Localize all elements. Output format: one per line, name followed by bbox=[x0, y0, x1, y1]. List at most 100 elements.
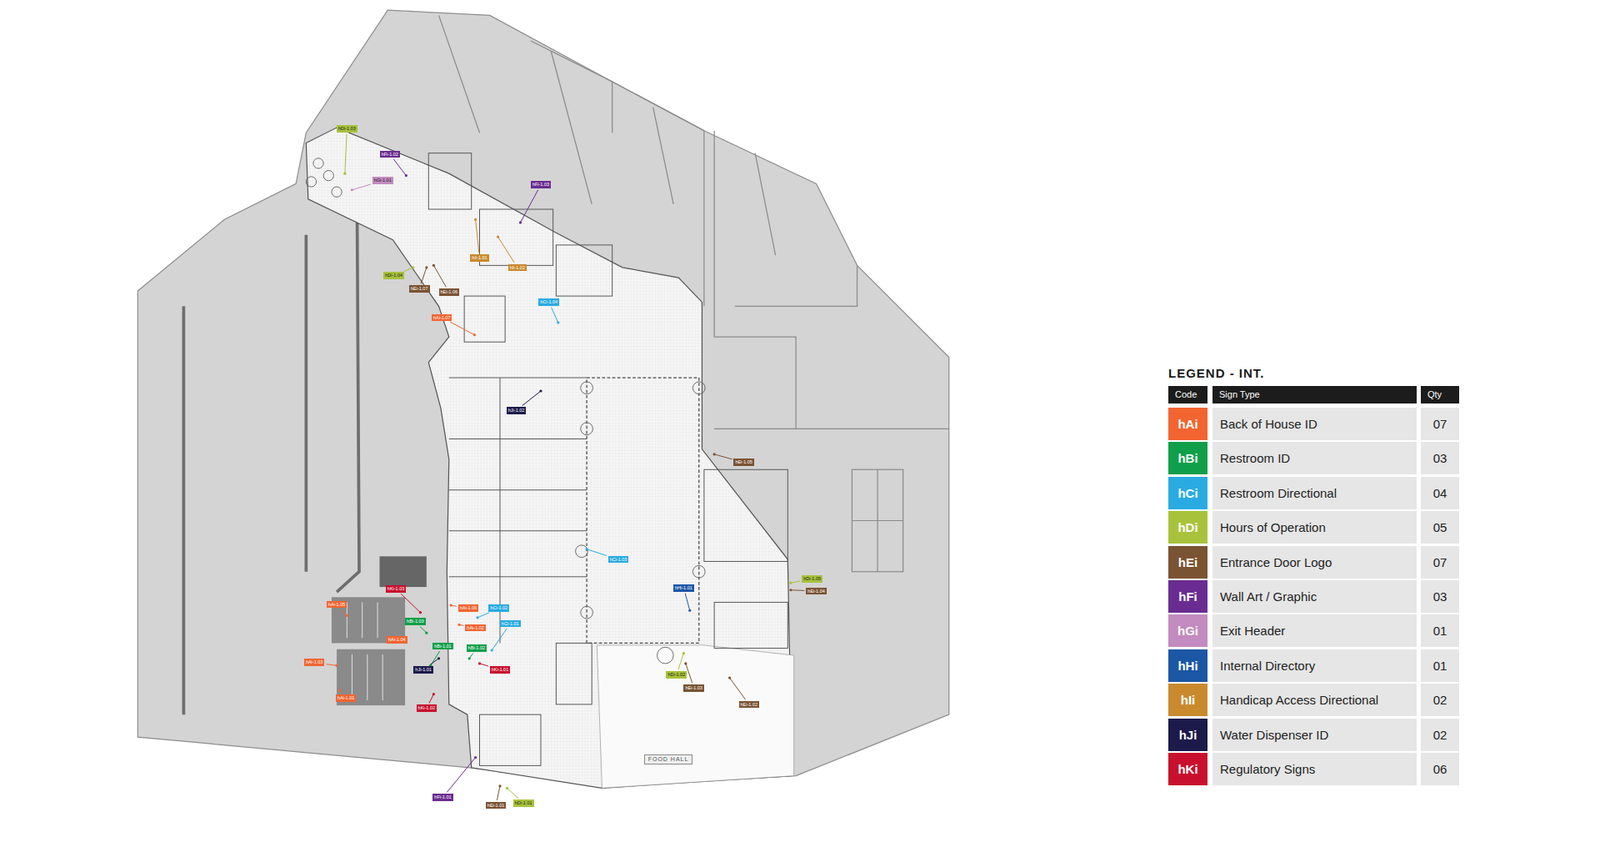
sign-callout-tag: hEi-1.07 bbox=[409, 285, 430, 293]
tag-code: hBi-1.01 bbox=[434, 643, 452, 650]
tag-code: hJi-1.01 bbox=[415, 666, 432, 673]
leader-line bbox=[446, 757, 475, 793]
leader-line bbox=[400, 593, 420, 612]
sign-code: hKi bbox=[1168, 752, 1208, 785]
quantity: 07 bbox=[1420, 545, 1460, 579]
tag-code: hHi-1.01 bbox=[675, 585, 693, 591]
sign-code: hDi bbox=[1168, 510, 1208, 544]
sign-callout-tag: hDi-1.01 bbox=[513, 799, 535, 807]
tag-code: hDi-1.05 bbox=[803, 575, 821, 582]
leader-line bbox=[420, 267, 427, 285]
leader-dot bbox=[474, 755, 477, 759]
leader-dot bbox=[425, 265, 428, 269]
leader-dot bbox=[350, 188, 354, 191]
leader-dot bbox=[437, 656, 440, 660]
sign-callout-tag: hAi-1.04 bbox=[386, 635, 408, 644]
leader-dot bbox=[585, 547, 588, 550]
leader-dot bbox=[496, 235, 500, 238]
leader-line bbox=[430, 658, 440, 665]
leader-dot bbox=[457, 623, 460, 626]
table-header: Sign Type bbox=[1212, 385, 1417, 404]
leader-line bbox=[520, 190, 538, 223]
tag-code: hAi-1.07 bbox=[433, 315, 451, 321]
sign-callout-tag: hCi-1.04 bbox=[538, 298, 560, 306]
leader-line bbox=[714, 454, 732, 460]
sign-callout-tag: hKi-1.03 bbox=[385, 585, 407, 593]
sign-type-text: Handicap Access Directional bbox=[1212, 683, 1417, 716]
stair-core bbox=[380, 555, 427, 587]
leader-dot bbox=[450, 604, 453, 607]
sign-callout-tag: hAi-1.05 bbox=[326, 600, 348, 609]
leader-line bbox=[790, 580, 800, 583]
quantity: 01 bbox=[1420, 649, 1460, 682]
leader-line bbox=[507, 787, 520, 799]
food-court bbox=[586, 377, 700, 643]
sign-callout-tag: hIi-1.02 bbox=[508, 264, 527, 272]
sign-callout-tag: hEi-1.06 bbox=[439, 288, 460, 296]
sign-code: hBi bbox=[1168, 441, 1208, 475]
leader-dot bbox=[688, 609, 691, 612]
tag-code: hJi-1.02 bbox=[508, 407, 525, 414]
leader-dot bbox=[728, 675, 731, 679]
sign-type-text: Internal Directory bbox=[1212, 649, 1417, 682]
leader-line bbox=[325, 664, 337, 666]
sign-callout-tag: hEi-1.05 bbox=[733, 458, 755, 466]
tag-code: hGi-1.01 bbox=[374, 177, 392, 184]
leader-dot bbox=[419, 610, 422, 614]
leader-dot bbox=[789, 588, 792, 591]
sign-code: hAi bbox=[1168, 407, 1208, 440]
sign-type-text: Hours of Operation bbox=[1212, 510, 1417, 544]
sign-type-text: Entrance Door Logo bbox=[1212, 545, 1417, 579]
sign-callout-tag: hAi-1.06 bbox=[458, 604, 480, 612]
leader-dot bbox=[539, 389, 542, 392]
tag-code: hEi-1.03 bbox=[685, 685, 703, 691]
tag-code: hDi-1.02 bbox=[667, 671, 685, 678]
sign-callout-tag: hAi-1.03 bbox=[304, 658, 325, 666]
leader-line bbox=[450, 321, 475, 335]
sign-callout-tag: hFi-1.01 bbox=[432, 793, 453, 801]
tag-code: hAi-1.02 bbox=[466, 625, 485, 631]
tag-code: hCi-1.03 bbox=[610, 556, 628, 563]
sign-callout-tag: hKi-1.01 bbox=[490, 665, 511, 674]
leader-line bbox=[685, 593, 690, 611]
restrooms bbox=[331, 596, 405, 705]
tag-code: hIi-1.01 bbox=[471, 255, 487, 261]
sign-callout-tag: hBi-1.03 bbox=[405, 617, 426, 625]
tag-code: hCi-1.04 bbox=[540, 299, 558, 305]
tag-code: hDi-1.01 bbox=[515, 800, 533, 806]
sign-code: hGi bbox=[1168, 614, 1208, 647]
tag-code: FOOD HALL bbox=[648, 755, 690, 763]
sign-callout-tag: hDi-1.02 bbox=[665, 670, 687, 679]
tag-code: hIi-1.02 bbox=[510, 265, 525, 271]
tag-code: hFi-1.02 bbox=[381, 151, 399, 158]
plaza bbox=[596, 645, 794, 788]
sign-type-text: Exit Header bbox=[1212, 614, 1417, 647]
tag-code: hAi-1.06 bbox=[460, 605, 478, 611]
tag-code: hEi-1.02 bbox=[740, 701, 759, 708]
sign-type-text: Water Dispenser ID bbox=[1212, 718, 1417, 751]
leader-dot bbox=[498, 784, 501, 787]
sign-callout-tag: hFi-1.02 bbox=[380, 150, 400, 159]
leader-dot bbox=[478, 661, 481, 665]
quantity: 04 bbox=[1420, 476, 1460, 510]
tag-code: hBi-1.02 bbox=[468, 645, 486, 651]
tag-code: hKi-1.03 bbox=[387, 585, 405, 592]
leader-line bbox=[522, 390, 541, 406]
leader-dot bbox=[475, 615, 479, 619]
sign-code: hJi bbox=[1168, 718, 1208, 751]
planters bbox=[305, 158, 705, 664]
leader-line bbox=[433, 265, 446, 287]
sign-code: hFi bbox=[1168, 580, 1208, 613]
sign-callout-tag: hFi-1.03 bbox=[530, 180, 551, 189]
table-header: Qty bbox=[1420, 385, 1460, 404]
sign-type-text: Back of House ID bbox=[1212, 407, 1417, 440]
sign-callout-tag: hGi-1.01 bbox=[372, 176, 394, 185]
sign-type-text: Restroom Directional bbox=[1212, 476, 1417, 510]
sign-callout-tag: hHi-1.01 bbox=[673, 584, 695, 592]
sign-callout-tag: hDi-1.03 bbox=[336, 125, 358, 133]
leader-dot bbox=[335, 664, 338, 667]
leader-line bbox=[790, 589, 805, 591]
leader-dot bbox=[432, 692, 435, 695]
tag-code: hFi-1.01 bbox=[434, 794, 451, 800]
